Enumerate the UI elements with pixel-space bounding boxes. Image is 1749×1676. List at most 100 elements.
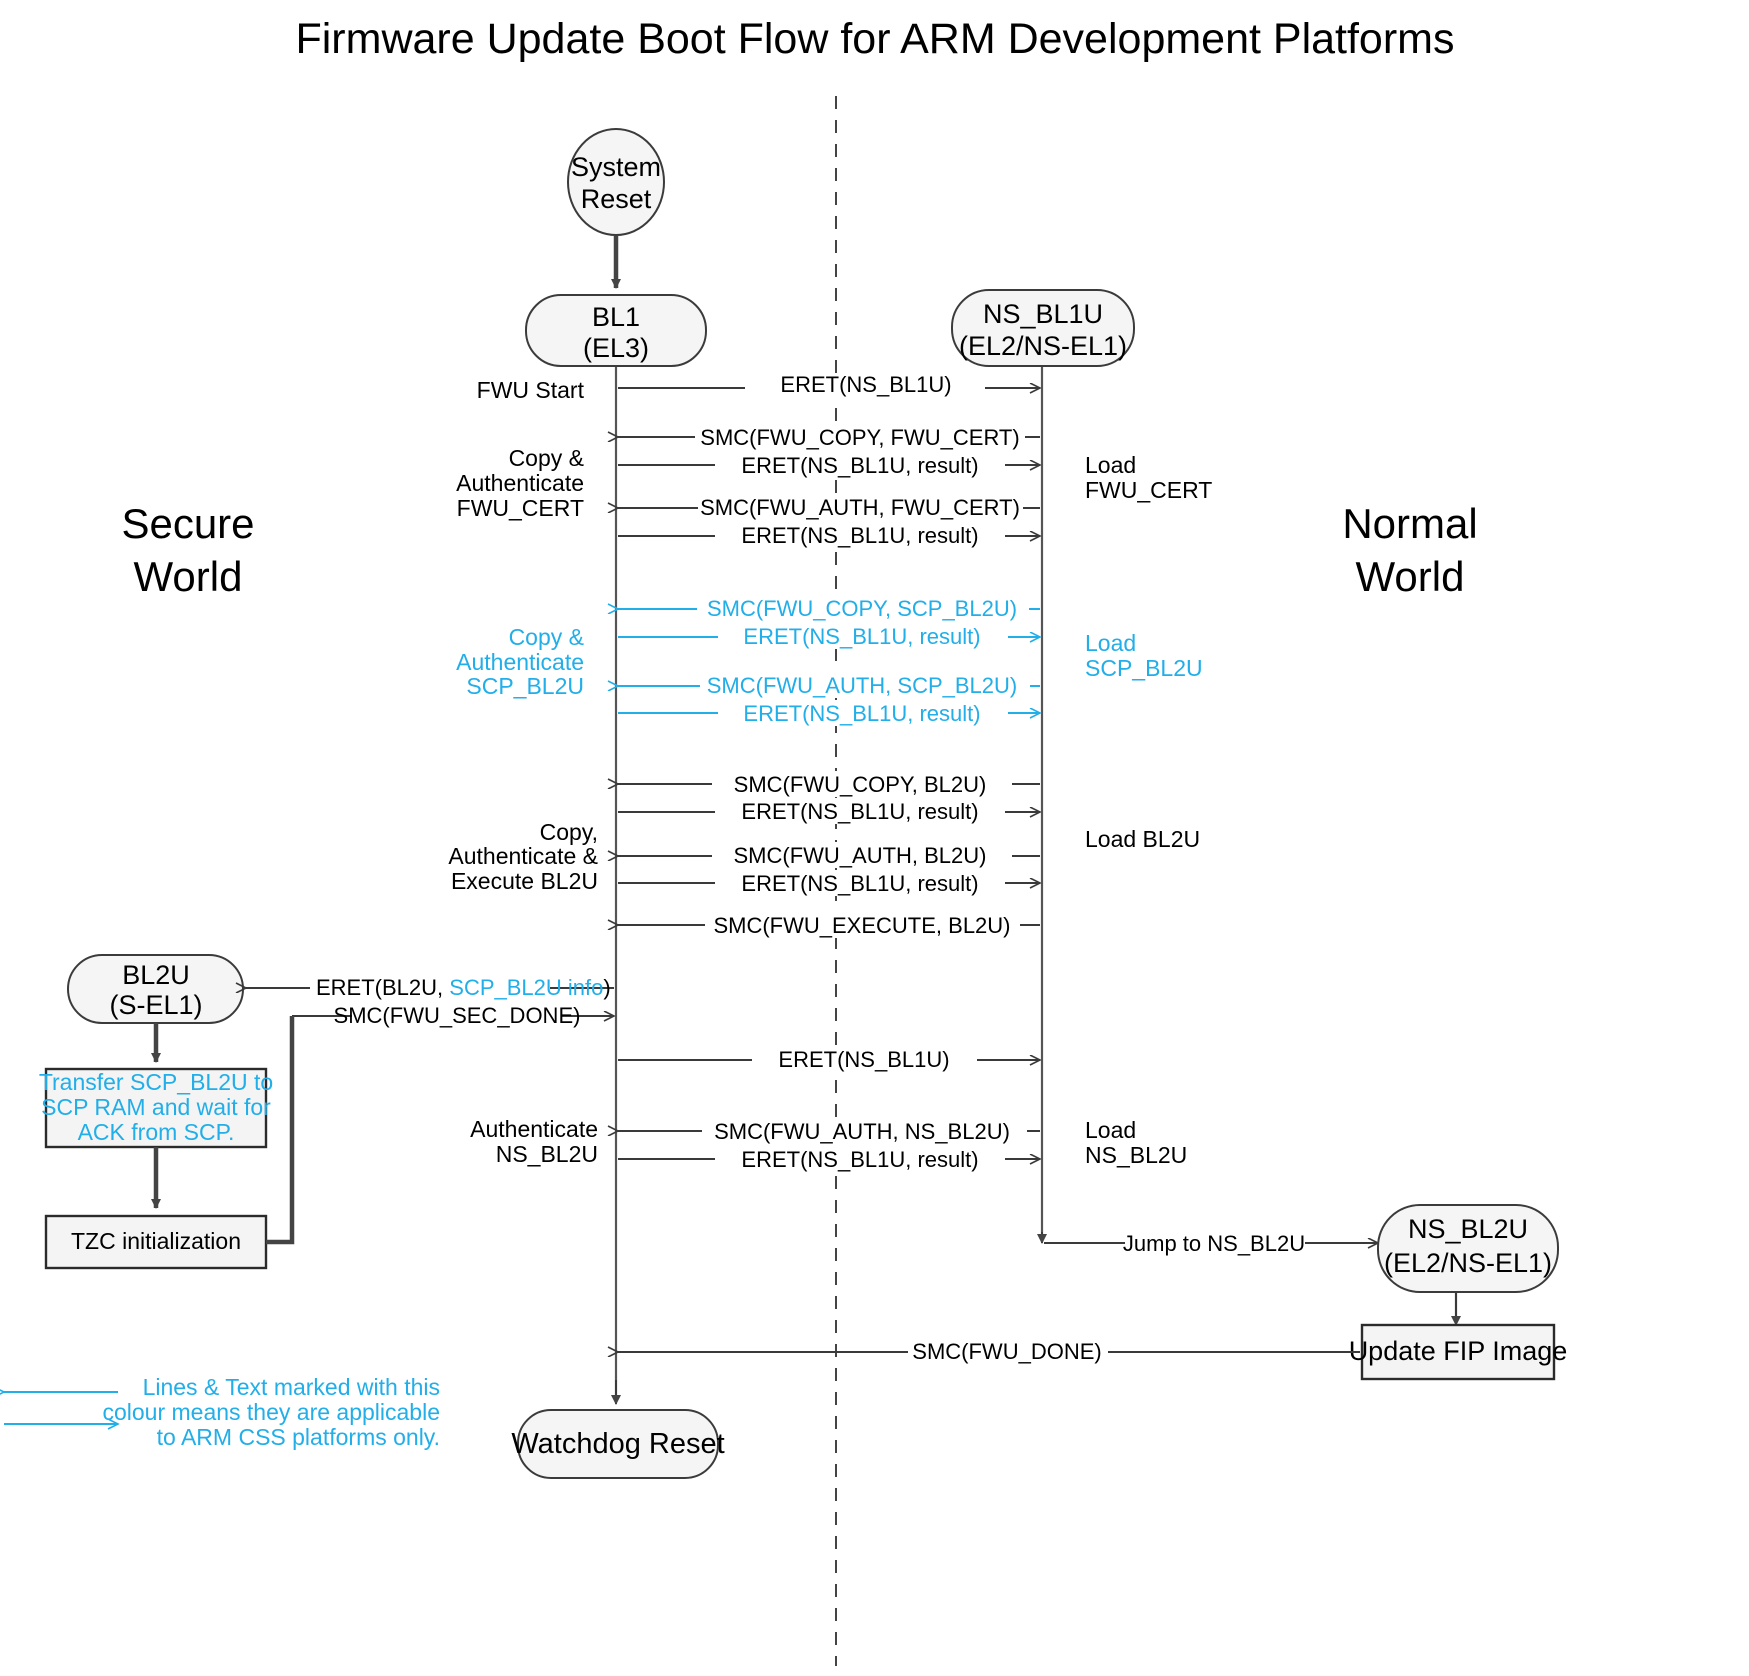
message-label-m21: SMC(FWU_DONE) [912, 1339, 1101, 1364]
page-title: Firmware Update Boot Flow for ARM Develo… [295, 15, 1454, 63]
process-transfer-scp-bl2u: Transfer SCP_BL2U to SCP RAM and wait fo… [39, 1067, 273, 1149]
process-update-fip-image: Update FIP Image [1349, 1323, 1568, 1381]
legend-line1: Lines & Text marked with this [143, 1374, 440, 1400]
left-annotation-authenticate-ns-bl2u: Authenticate NS_BL2U [470, 1116, 598, 1167]
message-label-m11: ERET(NS_BL1U, result) [741, 799, 978, 824]
right-annotation-r4-line1: Load [1085, 1117, 1136, 1143]
label-bg-m3 [715, 452, 1005, 478]
normal-world-label-line1: Normal [1342, 500, 1477, 547]
message-label-m9: ERET(NS_BL1U, result) [743, 701, 980, 726]
ns-bl2u-label-line2: (EL2/NS-EL1) [1384, 1248, 1552, 1278]
message-label-m2: SMC(FWU_COPY, FWU_CERT) [700, 425, 1019, 450]
tzc-to-smc-sec-done-connector [266, 1016, 295, 1245]
left-annotation-copy-auth-fwu-cert: Copy & Authenticate FWU_CERT [456, 445, 584, 521]
update-fip-image-box [1360, 1323, 1556, 1381]
message-label-m17: ERET(NS_BL1U) [778, 1047, 949, 1072]
system-reset-label-line2: Reset [581, 184, 652, 214]
tzc-initialization-box [44, 1214, 268, 1270]
label-bg-m17 [752, 1046, 977, 1072]
bl2u-label-line1: BL2U [122, 960, 190, 990]
bl1-label-line1: BL1 [592, 302, 640, 332]
label-bg-m6 [697, 595, 1029, 621]
normal-world-label-line2: World [1356, 553, 1465, 600]
message-label-m6: SMC(FWU_COPY, SCP_BL2U) [707, 596, 1017, 621]
node-ns-bl2u: NS_BL2U (EL2/NS-EL1) [1377, 1204, 1559, 1293]
node-bl2u: BL2U (S-EL1) [67, 954, 244, 1024]
message-label-m10: SMC(FWU_COPY, BL2U) [734, 772, 987, 797]
right-annotation-r2-line2: SCP_BL2U [1085, 655, 1203, 681]
legend-line2: colour means they are applicable [102, 1399, 440, 1425]
left-annotation-a3-line3: SCP_BL2U [466, 673, 584, 699]
label-bg-m13 [715, 870, 1005, 896]
right-annotation-r1-line2: FWU_CERT [1085, 477, 1212, 503]
m15-post: ) [603, 975, 610, 1000]
update-fip-box-line1: Update FIP Image [1349, 1336, 1568, 1366]
message-label-m15: ERET(BL2U, SCP_BL2U info) [316, 975, 611, 1000]
label-bg-m8 [700, 672, 1030, 698]
left-annotation-a4-line2: Authenticate & [448, 843, 598, 869]
right-annotation-r4-line2: NS_BL2U [1085, 1142, 1187, 1168]
message-label-m14: SMC(FWU_EXECUTE, BL2U) [713, 913, 1010, 938]
message-label-m16: SMC(FWU_SEC_DONE) [334, 1003, 581, 1028]
message-label-m3: ERET(NS_BL1U, result) [741, 453, 978, 478]
left-annotation-a4-line3: Execute BL2U [451, 868, 598, 894]
ns-bl1u-label-line1: NS_BL1U [983, 299, 1103, 329]
message-label-m13: ERET(NS_BL1U, result) [741, 871, 978, 896]
label-bg-m14 [705, 912, 1020, 938]
message-label-m8: SMC(FWU_AUTH, SCP_BL2U) [707, 673, 1017, 698]
system-reset-label-line1: System [571, 152, 661, 182]
left-annotation-a2-line3: FWU_CERT [457, 495, 584, 521]
message-label-m12: SMC(FWU_AUTH, BL2U) [733, 843, 986, 868]
transfer-scp-bl2u-box [44, 1067, 268, 1149]
label-bg-m15 [310, 975, 550, 1001]
message-label-m5: ERET(NS_BL1U, result) [741, 523, 978, 548]
label-bg-m4 [698, 494, 1023, 520]
ns-bl1u-label-line2: (EL2/NS-EL1) [959, 331, 1127, 361]
label-bg-m10 [712, 771, 1012, 797]
node-bl1: BL1 (EL3) [525, 294, 707, 367]
left-annotation-a2-line1: Copy & [509, 445, 584, 471]
watchdog-reset-label: Watchdog Reset [511, 1428, 724, 1460]
right-annotation-load-ns-bl2u: Load NS_BL2U [1085, 1117, 1187, 1168]
left-annotation-copy-auth-exec-bl2u: Copy, Authenticate & Execute BL2U [448, 819, 598, 894]
bl1-label-line2: (EL3) [583, 333, 649, 363]
left-annotation-a3-line2: Authenticate [456, 649, 584, 675]
message-label-m19: ERET(NS_BL1U, result) [741, 1147, 978, 1172]
message-label-m4: SMC(FWU_AUTH, FWU_CERT) [700, 495, 1020, 520]
message-label-m1: ERET(NS_BL1U) [780, 372, 951, 397]
right-annotation-r1-line1: Load [1085, 452, 1136, 478]
message-label-m7: ERET(NS_BL1U, result) [743, 624, 980, 649]
transfer-box-line2: SCP RAM and wait for [41, 1094, 271, 1120]
ns-bl2u-label-line1: NS_BL2U [1408, 1214, 1528, 1244]
message-label-m20: Jump to NS_BL2U [1123, 1231, 1305, 1256]
label-bg-m20 [1125, 1230, 1305, 1256]
label-bg-m7 [718, 623, 1008, 649]
label-bg-m9 [718, 700, 1008, 726]
left-annotation-a5-line2: NS_BL2U [496, 1141, 598, 1167]
label-bg-m2 [695, 423, 1025, 449]
message-label-m18: SMC(FWU_AUTH, NS_BL2U) [714, 1119, 1010, 1144]
label-bg-m16 [352, 1003, 562, 1029]
left-annotation-a4-line1: Copy, [540, 819, 598, 845]
left-annotation-fwu-start: FWU Start [477, 377, 585, 403]
tzc-box-line1: TZC initialization [71, 1228, 241, 1254]
transfer-box-line1: Transfer SCP_BL2U to [39, 1069, 273, 1095]
label-bg-m5 [715, 522, 1005, 548]
secure-world-label-line2: World [134, 553, 243, 600]
left-annotation-copy-auth-scp-bl2u: Copy & Authenticate SCP_BL2U [456, 624, 584, 699]
label-bg-m11 [715, 798, 1005, 824]
label-bg-m18 [702, 1118, 1027, 1144]
legend-line3: to ARM CSS platforms only. [157, 1424, 440, 1450]
right-annotation-load-bl2u: Load BL2U [1085, 826, 1200, 852]
secure-world-label-line1: Secure [121, 500, 254, 547]
label-bg-m19 [715, 1146, 1005, 1172]
process-tzc-initialization: TZC initialization [44, 1214, 268, 1270]
bl2u-label-line2: (S-EL1) [109, 990, 202, 1020]
label-bg-m21 [908, 1338, 1108, 1364]
left-annotation-a5-line1: Authenticate [470, 1116, 598, 1142]
m15-pre: ERET(BL2U, [316, 975, 449, 1000]
label-bg-m1 [745, 374, 985, 400]
left-annotation-a3-line1: Copy & [509, 624, 584, 650]
